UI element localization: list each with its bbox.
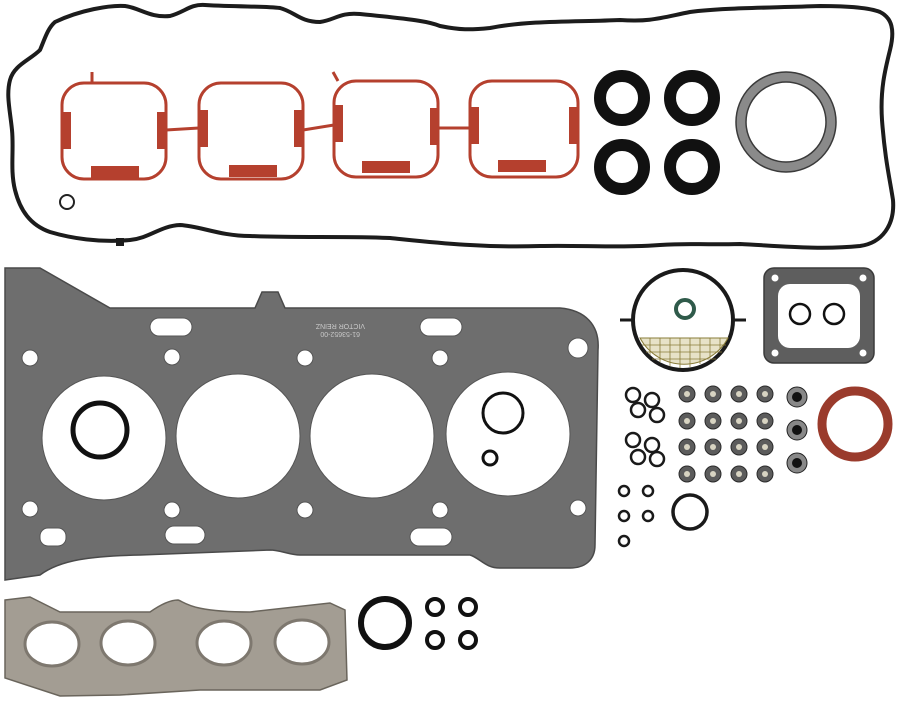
intake-gasket-tabs <box>63 105 577 178</box>
cluster-gaskets <box>624 386 666 468</box>
cylinder-head-gasket: VICTOR REINZ 61-53652-00 <box>4 267 599 581</box>
square-flange-gasket <box>763 267 875 364</box>
metal-ring-gasket <box>736 72 836 172</box>
oil-filter-screen-gasket <box>620 268 746 372</box>
valve-stem-seals <box>678 385 774 483</box>
valve-cover-tab <box>116 238 124 246</box>
small-o-rings <box>617 484 709 548</box>
gasket-brand-text: VICTOR REINZ <box>315 322 365 329</box>
camshaft-seals <box>786 386 808 474</box>
exhaust-area-o-rings <box>358 596 478 650</box>
head-gasket-inset-seals <box>70 391 525 467</box>
valve-cover-gasket <box>6 2 896 250</box>
o-ring-small <box>59 194 75 210</box>
exhaust-manifold-gasket <box>4 596 348 697</box>
spark-plug-tube-seals <box>594 70 720 195</box>
gasket-part-number-text: 61-53652-00 <box>320 330 360 337</box>
crankshaft-seal <box>817 386 893 462</box>
